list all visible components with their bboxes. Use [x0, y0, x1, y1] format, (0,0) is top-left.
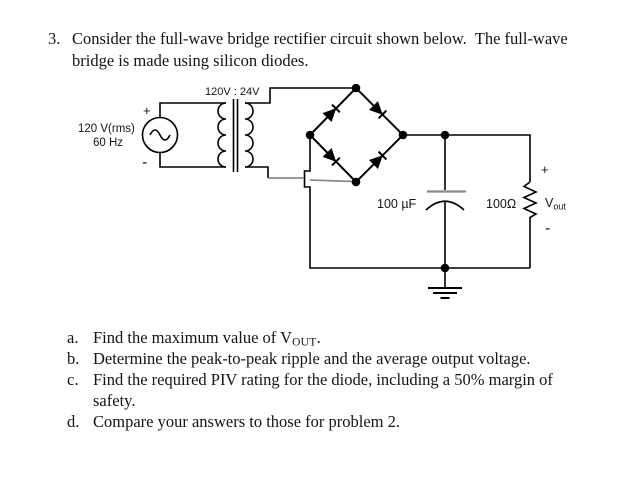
resistor-value-label: 100Ω	[486, 197, 516, 211]
wire-source-bottom	[159, 152, 226, 168]
junction-dots	[305, 83, 450, 273]
sine-wave-icon	[149, 129, 171, 141]
item-b-label: b.	[67, 349, 80, 368]
transformer-ratio-label: 120V : 24V	[205, 86, 260, 98]
item-d-text: Compare your answers to those for proble…	[93, 412, 401, 431]
node-dot	[440, 130, 450, 140]
item-a-pre: Find the maximum value of V	[93, 328, 293, 347]
bridge-diamond	[308, 86, 405, 184]
transformer-secondary-coil	[244, 102, 254, 168]
problem-number: 3.	[48, 29, 61, 48]
problem-statement-line2: bridge is made using silicon diodes.	[72, 51, 309, 70]
item-a-text: Find the maximum value of VOUT.	[93, 328, 321, 350]
source-plus-sign: +	[143, 103, 151, 118]
diode-icon	[322, 103, 341, 122]
bridge-diodes	[322, 101, 388, 169]
problem-statement-line1: Consider the full-wave bridge rectifier …	[72, 29, 568, 48]
resistor-icon	[522, 181, 538, 268]
item-c-label: c.	[67, 370, 79, 389]
item-c-text-line2: safety.	[93, 391, 136, 410]
wire-secondary-bottom-step	[245, 166, 269, 178]
item-b-text: Determine the peak-to-peak ripple and th…	[93, 349, 531, 368]
vout-subscript: out	[553, 202, 566, 212]
item-a-label: a.	[67, 328, 79, 347]
circuit-diagram: 120V : 24V 120 V(rms) 60 Hz + - 100 µF 1…	[78, 83, 566, 299]
item-a-subscript: OUT	[292, 336, 317, 349]
capacitor-bottom-plate-icon	[425, 200, 465, 211]
node-dot	[351, 177, 361, 187]
wire-output-rail	[403, 134, 531, 182]
wire-secondary-bottom-right	[309, 179, 354, 183]
source-minus-sign: -	[142, 154, 147, 171]
output-minus-sign: -	[545, 220, 550, 237]
node-dot	[351, 83, 361, 93]
item-c-text: Find the required PIV rating for the dio…	[93, 370, 553, 389]
wire-secondary-top	[245, 87, 356, 104]
node-dot	[398, 130, 408, 140]
diode-icon	[369, 150, 388, 169]
capacitor-value-label: 100 µF	[377, 197, 417, 211]
wire-source-top	[159, 102, 226, 118]
source-voltage-label: 120 V(rms)	[78, 123, 135, 135]
source-frequency-label: 60 Hz	[93, 137, 123, 149]
diode-icon	[322, 148, 341, 167]
vout-base: V	[545, 196, 554, 210]
item-d-label: d.	[67, 412, 80, 431]
item-a-post: .	[316, 328, 321, 347]
node-dot	[305, 130, 315, 140]
vout-label: Vout	[545, 196, 566, 212]
diode-icon	[369, 101, 388, 120]
output-plus-sign: +	[541, 162, 549, 177]
wire-left-and-bottom-rail	[303, 135, 530, 269]
node-dot	[440, 263, 450, 273]
transformer-primary-coil	[217, 102, 227, 168]
